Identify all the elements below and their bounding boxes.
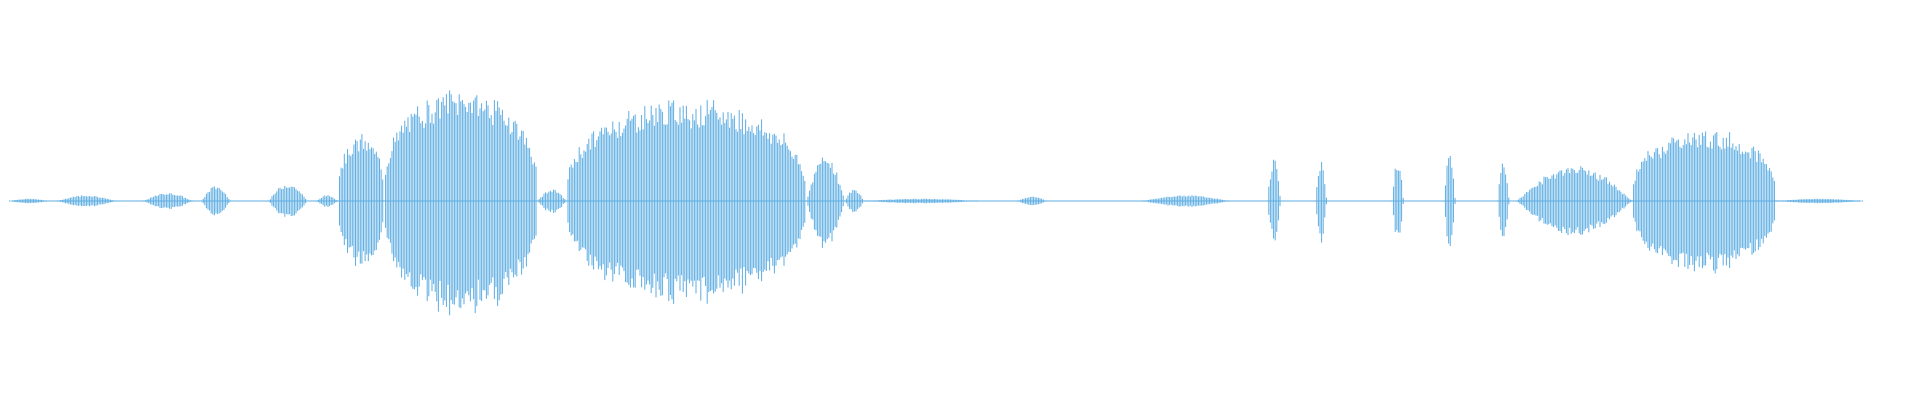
waveform-bars <box>9 90 1863 316</box>
